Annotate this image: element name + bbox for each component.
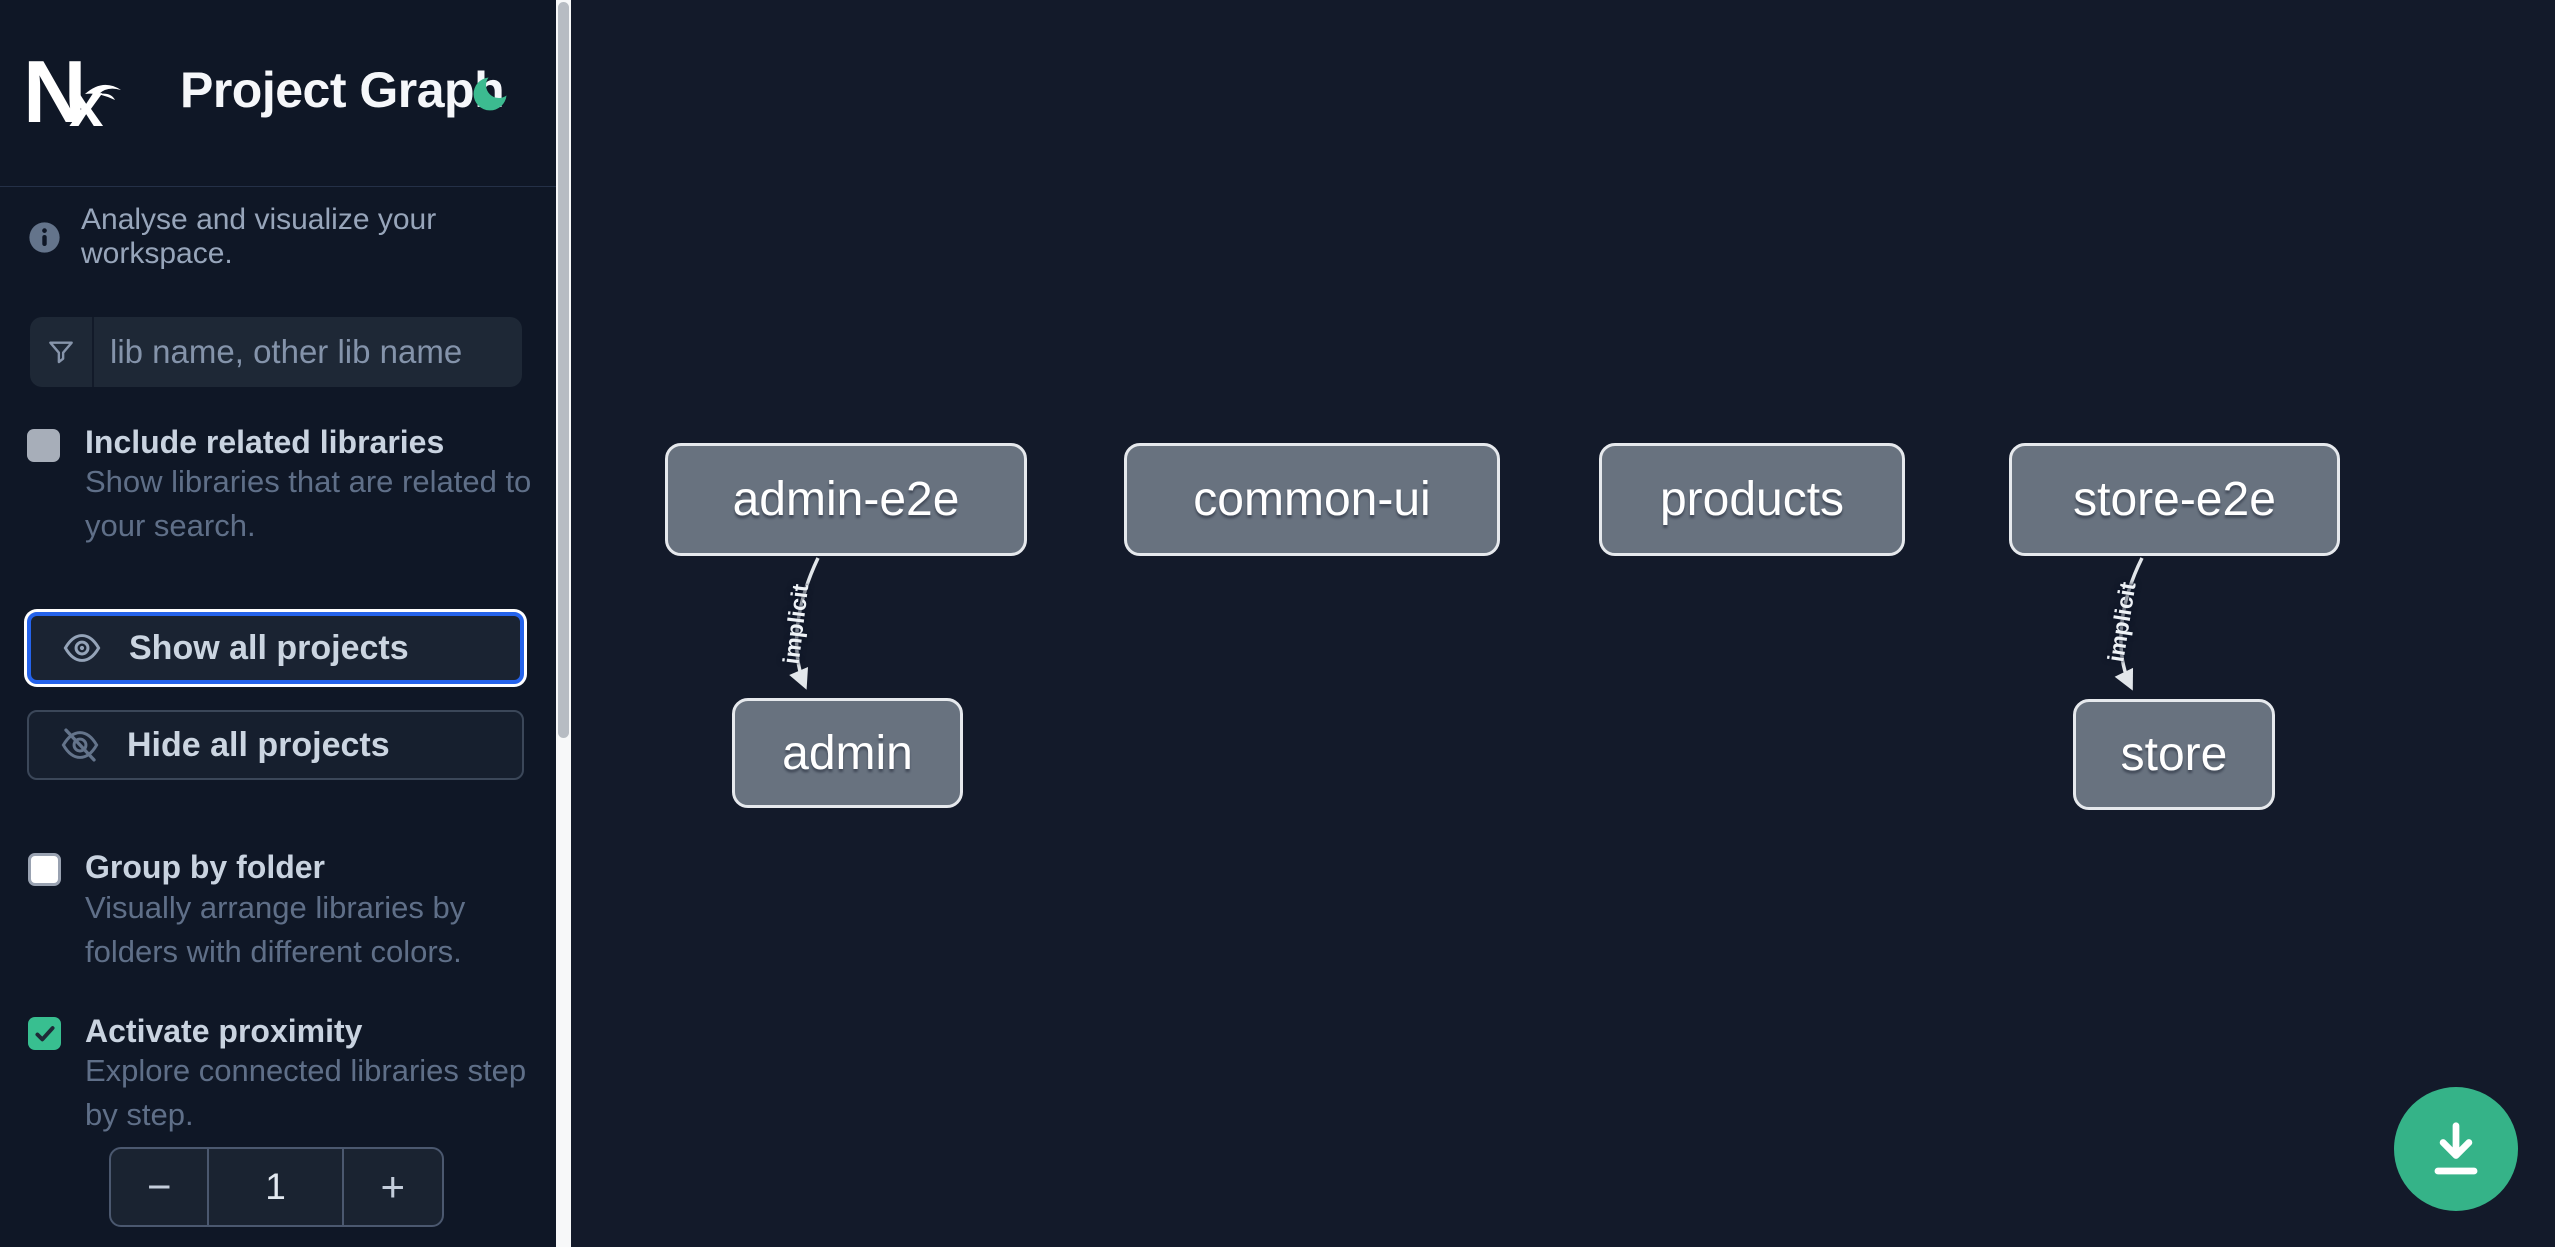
option-label: Activate proximity bbox=[85, 1013, 363, 1049]
graph-node-admin[interactable]: admin bbox=[732, 698, 963, 808]
show-all-projects-label: Show all projects bbox=[129, 628, 409, 667]
page-title: Project Graph bbox=[180, 62, 505, 118]
scrollbar-thumb[interactable] bbox=[558, 2, 569, 738]
eye-icon bbox=[63, 634, 101, 662]
filter-search bbox=[30, 317, 522, 387]
proximity-depth-value: 1 bbox=[207, 1149, 344, 1225]
option-label: Group by folder bbox=[85, 849, 325, 885]
graph-node-store-e2e[interactable]: store-e2e bbox=[2009, 443, 2340, 556]
checkbox-include-related-libraries[interactable] bbox=[27, 429, 60, 462]
svg-text:x: x bbox=[69, 71, 104, 128]
hide-all-projects-label: Hide all projects bbox=[127, 725, 390, 764]
graph-node-common-ui[interactable]: common-ui bbox=[1124, 443, 1500, 556]
graph-node-store[interactable]: store bbox=[2073, 699, 2275, 810]
graph-node-admin-e2e[interactable]: admin-e2e bbox=[665, 443, 1027, 556]
workspace-info: Analyse and visualize your workspace. bbox=[28, 203, 556, 271]
increment-button[interactable]: + bbox=[380, 1163, 406, 1210]
download-graph-button[interactable] bbox=[2394, 1087, 2518, 1211]
workspace-info-text: Analyse and visualize your workspace. bbox=[81, 203, 437, 270]
option-label: Include related libraries bbox=[85, 424, 445, 460]
info-icon bbox=[29, 221, 60, 253]
eye-off-icon bbox=[61, 728, 99, 762]
hide-all-projects-button[interactable]: Hide all projects bbox=[27, 710, 524, 780]
checkbox-group-by-folder[interactable] bbox=[28, 853, 61, 886]
checkbox-activate-proximity[interactable] bbox=[28, 1017, 61, 1050]
search-input[interactable] bbox=[94, 317, 522, 387]
option-description: Visually arrange libraries by folders wi… bbox=[85, 890, 466, 969]
option-description: Show libraries that are related to your … bbox=[85, 464, 532, 543]
option-description: Explore connected libraries step by step… bbox=[85, 1053, 527, 1132]
graph-node-products[interactable]: products bbox=[1599, 443, 1905, 556]
svg-text:N: N bbox=[27, 56, 87, 128]
sidebar-header: N x Project Graph bbox=[0, 0, 556, 187]
sidebar-scrollbar[interactable] bbox=[556, 0, 571, 1247]
download-icon bbox=[2434, 1122, 2478, 1175]
graph-canvas[interactable] bbox=[571, 0, 2555, 1247]
check-icon bbox=[34, 1025, 55, 1041]
show-all-projects-button[interactable]: Show all projects bbox=[27, 612, 524, 684]
nx-logo: N x bbox=[27, 56, 121, 128]
funnel-filter-icon bbox=[30, 317, 94, 387]
proximity-depth-stepper: − 1 + bbox=[109, 1147, 444, 1227]
sidebar: N x Project Graph Analyse and visualize … bbox=[0, 0, 556, 1247]
decrement-button[interactable]: − bbox=[146, 1163, 172, 1210]
moon-icon[interactable] bbox=[468, 72, 512, 116]
